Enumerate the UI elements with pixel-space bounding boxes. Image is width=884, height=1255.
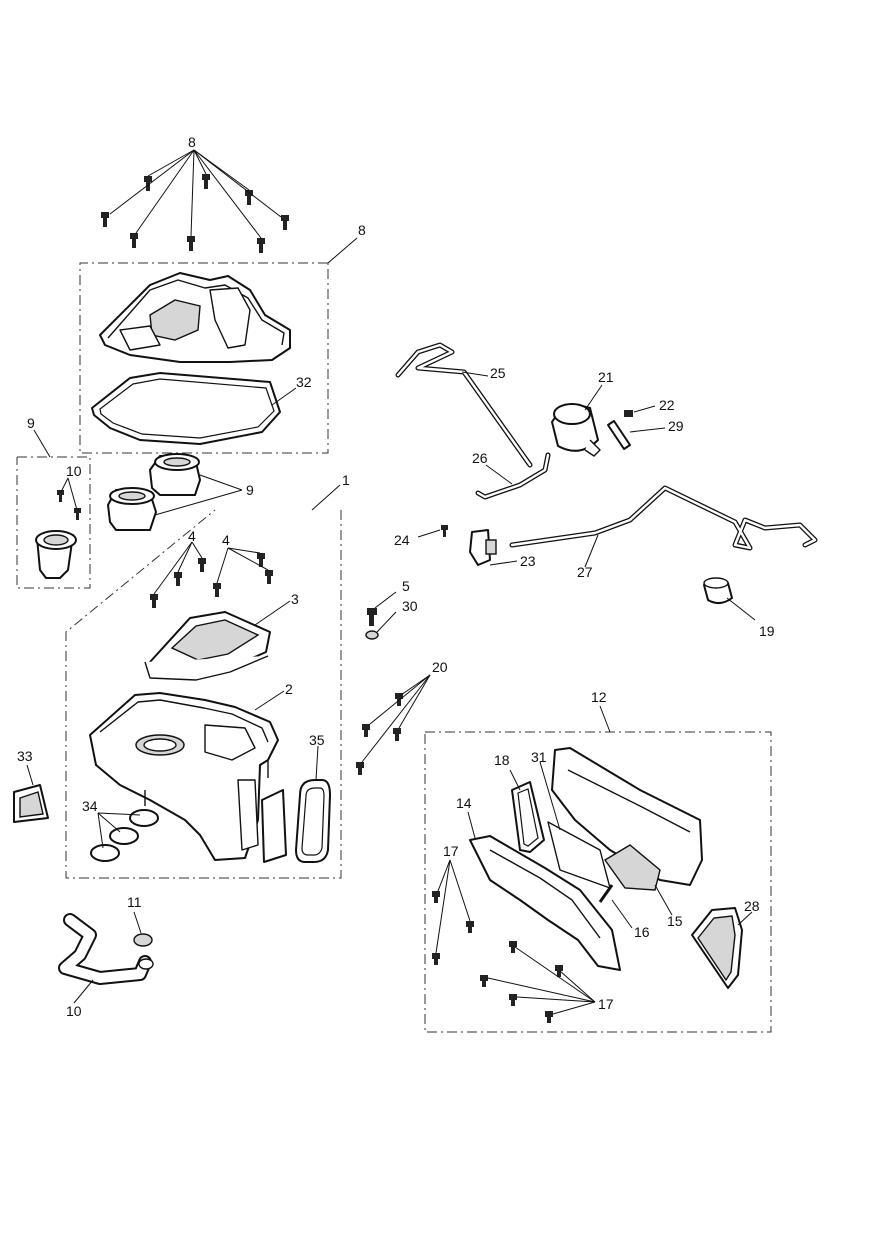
callout-34: 34 <box>82 798 98 814</box>
callout-32: 33 <box>17 748 33 764</box>
screw-set-9 <box>57 490 81 520</box>
callout-11: 11 <box>127 894 142 910</box>
callout-10: 10 <box>66 1003 82 1019</box>
callout-16: 16 <box>634 924 650 940</box>
callout-labels: 8 8 32 9 10 9 1 4 4 3 2 35 33 34 11 10 5… <box>17 134 775 1019</box>
callout-5: 5 <box>402 578 410 594</box>
callout-17a: 17 <box>443 843 459 859</box>
screw-24 <box>417 525 448 538</box>
cover-29 <box>691 907 753 989</box>
callout-24: 24 <box>394 532 410 548</box>
airbox-lid-6 <box>99 272 291 363</box>
hose-clip-11 <box>133 911 153 947</box>
bolt-5 <box>367 591 397 626</box>
callout-31: 31 <box>531 749 547 765</box>
callout-8-right: 9 <box>246 482 254 498</box>
pin-16 <box>598 884 633 929</box>
duct-12-upper <box>551 705 703 886</box>
callout-17b: 17 <box>598 996 614 1012</box>
duct-14 <box>467 811 621 971</box>
airbox-base-2 <box>89 692 279 861</box>
seal-35 <box>261 779 331 863</box>
leader-8a <box>199 474 243 491</box>
breather-pipe-25 <box>395 342 533 468</box>
intake-funnel-pair-8 <box>107 453 201 531</box>
valve-23 <box>469 529 518 566</box>
callout-26: 26 <box>472 450 488 466</box>
callout-35: 35 <box>309 732 325 748</box>
assembly-box-12 <box>424 731 772 1033</box>
screw-set-7 <box>101 149 289 253</box>
callout-19: 19 <box>759 623 775 639</box>
seal-18 <box>509 769 545 853</box>
callout-33: 32 <box>296 374 312 390</box>
callout-8-left: 9 <box>27 415 35 431</box>
callout-27: 27 <box>577 564 593 580</box>
screw-set-17 <box>432 859 596 1023</box>
screw-set-20 <box>356 674 431 775</box>
block-32 <box>13 764 49 823</box>
callout-20: 20 <box>432 659 448 675</box>
leader-9 <box>60 477 69 493</box>
callout-4a: 4 <box>188 528 196 544</box>
screw-set-4 <box>150 541 273 608</box>
gasket-33 <box>91 372 281 445</box>
callout-4b: 4 <box>222 532 230 548</box>
intake-funnel-left-8 <box>35 530 77 579</box>
leader-9b <box>67 477 78 511</box>
callout-29: 28 <box>744 898 760 914</box>
leaders-misc <box>254 237 358 781</box>
callout-22: 22 <box>659 397 675 413</box>
callout-1: 1 <box>342 472 350 488</box>
callout-28: 29 <box>668 418 684 434</box>
grille-15 <box>603 844 673 916</box>
callout-30: 30 <box>402 598 418 614</box>
o-rings-34 <box>90 809 159 862</box>
breather-pipe-26 <box>475 452 551 500</box>
assembly-box-6 <box>79 262 329 454</box>
callout-15: 15 <box>667 913 683 929</box>
assembly-box-1 <box>65 509 342 879</box>
callout-21: 21 <box>598 369 614 385</box>
callout-2: 2 <box>285 681 293 697</box>
callout-14: 14 <box>456 795 472 811</box>
callout-12: 12 <box>591 689 607 705</box>
callout-6: 8 <box>358 222 366 238</box>
hose-10 <box>58 913 154 1004</box>
leader-8-left <box>33 429 51 458</box>
breather-pipe-27 <box>509 485 818 568</box>
strap-28 <box>607 420 666 450</box>
canister-21 <box>551 384 603 457</box>
assembly-box-8 <box>16 456 91 589</box>
callout-3: 3 <box>291 591 299 607</box>
callout-23: 23 <box>520 553 536 569</box>
valve-19 <box>703 577 756 621</box>
callout-25: 25 <box>490 365 506 381</box>
callout-7: 8 <box>188 134 196 150</box>
callout-18: 18 <box>494 752 510 768</box>
washer-30 <box>365 611 397 640</box>
bolt-22 <box>624 405 656 417</box>
leader-8b <box>154 489 243 516</box>
air-filter-3 <box>144 611 271 681</box>
callout-9: 10 <box>66 463 82 479</box>
